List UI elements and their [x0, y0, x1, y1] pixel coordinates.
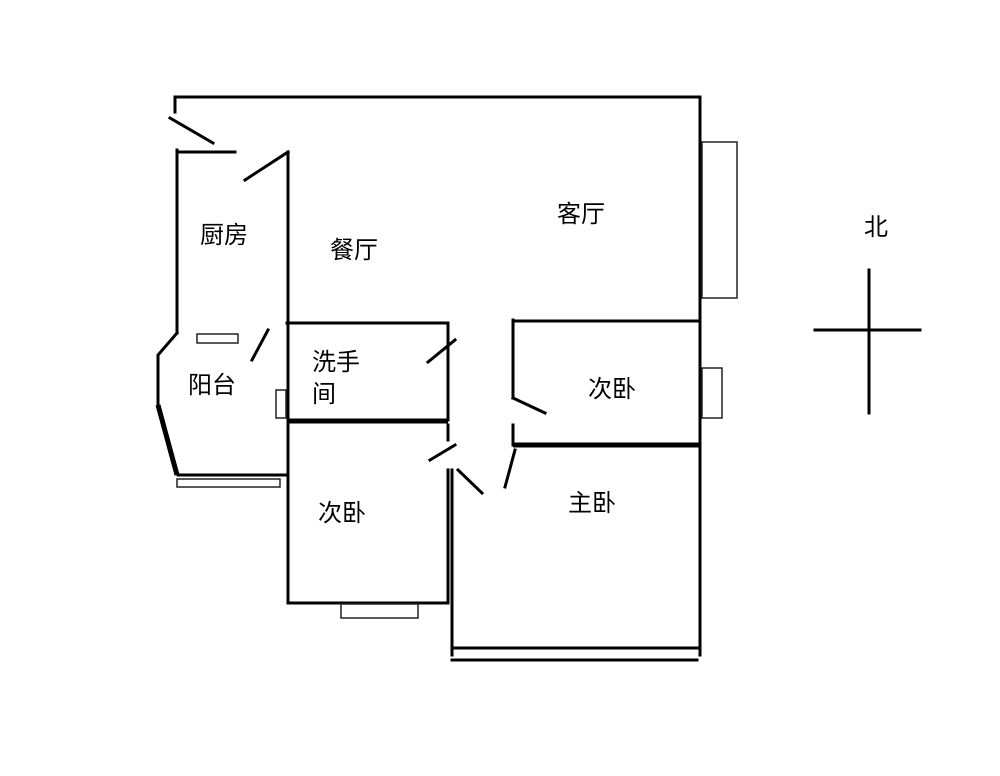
door-bathroom: [425, 337, 458, 365]
room-bathroom-line1: 洗手: [312, 348, 360, 376]
door-master: [455, 467, 485, 496]
door-entrance: [167, 115, 216, 146]
north-label: 北: [864, 213, 888, 241]
window-bedroom-east: [701, 367, 723, 419]
window-balcony-south: [176, 478, 281, 488]
room-living: 客厅: [557, 200, 605, 228]
window-balcony: [196, 333, 239, 344]
door-kitchen: [242, 149, 291, 183]
door-master-2: [503, 448, 517, 489]
room-bedroom-east: 次卧: [588, 375, 636, 403]
door-balcony: [249, 327, 271, 363]
window-living: [701, 141, 738, 299]
room-bedroom-south: 次卧: [318, 499, 366, 527]
room-master-bedroom: 主卧: [568, 489, 616, 517]
window-bedroom-south: [340, 603, 419, 619]
room-balcony: 阳台: [188, 371, 236, 399]
compass: 北: [813, 213, 922, 415]
room-dining: 餐厅: [330, 236, 378, 264]
door-bedroom-south: [427, 442, 458, 463]
doors: [167, 115, 547, 496]
labels: 厨房 餐厅 客厅 阳台 洗手 间 次卧 次卧 主卧: [188, 200, 636, 527]
walls: [155, 95, 702, 657]
window-bathroom: [275, 389, 287, 419]
room-kitchen: 厨房: [200, 221, 248, 249]
room-bathroom-line2: 间: [312, 380, 336, 408]
door-bedroom-east: [511, 396, 547, 415]
window-master: [450, 646, 699, 662]
windows: [176, 141, 738, 662]
